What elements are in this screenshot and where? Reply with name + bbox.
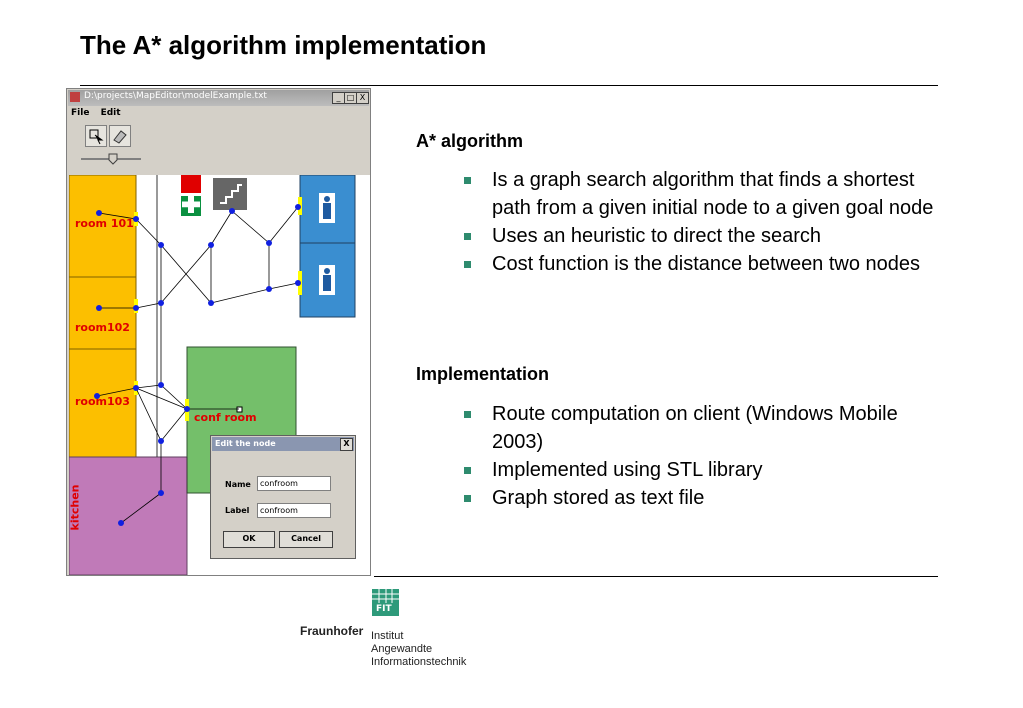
- ok-button[interactable]: OK: [223, 531, 275, 548]
- name-input[interactable]: confroom: [257, 476, 331, 491]
- window-titlebar: D:\projects\MapEditor\modelExample.txt _…: [68, 90, 369, 106]
- bullet-icon: [464, 495, 471, 502]
- kitchen-area: [69, 456, 188, 575]
- slide-title: The A* algorithm implementation: [80, 30, 487, 60]
- astar-bullet-list: Is a graph search algorithm that finds a…: [464, 166, 944, 278]
- select-tool-button[interactable]: [85, 125, 107, 147]
- dialog-titlebar: Edit the node X: [212, 437, 354, 451]
- app-icon: [70, 92, 80, 102]
- menu-bar: File Edit: [71, 108, 129, 118]
- graph-nodes[interactable]: [94, 204, 301, 526]
- person-icon: [319, 193, 335, 223]
- slider-thumb[interactable]: [108, 153, 118, 165]
- heading-astar: A* algorithm: [416, 131, 524, 151]
- eraser-tool-button[interactable]: [109, 125, 131, 147]
- fire-alarm-icon: [181, 175, 201, 193]
- room-102-label: room102: [75, 321, 130, 334]
- room-103-area: [69, 348, 137, 458]
- heading-implementation: Implementation: [416, 364, 550, 384]
- edit-node-dialog: Edit the node X Name confroom Label conf…: [210, 435, 356, 559]
- room-101-label: room 101: [75, 217, 134, 230]
- dialog-close-button[interactable]: X: [340, 438, 353, 451]
- list-item: Graph stored as text file: [464, 484, 944, 512]
- dialog-title: Edit the node: [215, 439, 276, 448]
- org-name: Fraunhofer: [300, 624, 364, 638]
- name-label: Name: [225, 480, 251, 489]
- conf-room-label: conf room: [194, 411, 257, 424]
- label-input[interactable]: confroom: [257, 503, 331, 518]
- person-icon: [319, 265, 335, 295]
- stairs-icon: [213, 178, 247, 210]
- graph-edges: [96, 206, 299, 524]
- room-102-area: [69, 276, 137, 350]
- list-item: Is a graph search algorithm that finds a…: [464, 166, 944, 222]
- implementation-bullet-list: Route computation on client (Windows Mob…: [464, 400, 944, 512]
- list-item: Cost function is the distance between tw…: [464, 250, 944, 278]
- bullet-icon: [464, 411, 471, 418]
- list-item: Uses an heuristic to direct the search: [464, 222, 944, 250]
- bottom-rule: [374, 576, 938, 577]
- maximize-button[interactable]: □: [344, 92, 357, 104]
- map-editor-window: D:\projects\MapEditor\modelExample.txt _…: [66, 88, 371, 576]
- top-rule: [80, 85, 938, 86]
- list-item: Route computation on client (Windows Mob…: [464, 400, 944, 456]
- fraunhofer-logo-icon: FIT: [372, 589, 399, 616]
- close-button[interactable]: X: [356, 92, 369, 104]
- menu-edit[interactable]: Edit: [100, 108, 121, 118]
- pointer-icon: [89, 129, 104, 145]
- label-label: Label: [225, 506, 250, 515]
- list-item: Implemented using STL library: [464, 456, 944, 484]
- bullet-icon: [464, 177, 471, 184]
- zoom-slider[interactable]: [79, 153, 149, 165]
- bullet-icon: [464, 233, 471, 240]
- kitchen-label: kitchen: [68, 484, 82, 531]
- bullet-icon: [464, 261, 471, 268]
- eraser-icon: [113, 130, 127, 144]
- cancel-button[interactable]: Cancel: [279, 531, 333, 548]
- logo-badge-text: FIT: [376, 604, 392, 614]
- institute-name: Institut Angewandte Informationstechnik: [371, 630, 467, 668]
- bullet-icon: [464, 467, 471, 474]
- room-103-label: room103: [75, 395, 130, 408]
- window-title: D:\projects\MapEditor\modelExample.txt: [84, 91, 267, 101]
- menu-file[interactable]: File: [71, 108, 90, 118]
- room-101-area: [69, 175, 137, 278]
